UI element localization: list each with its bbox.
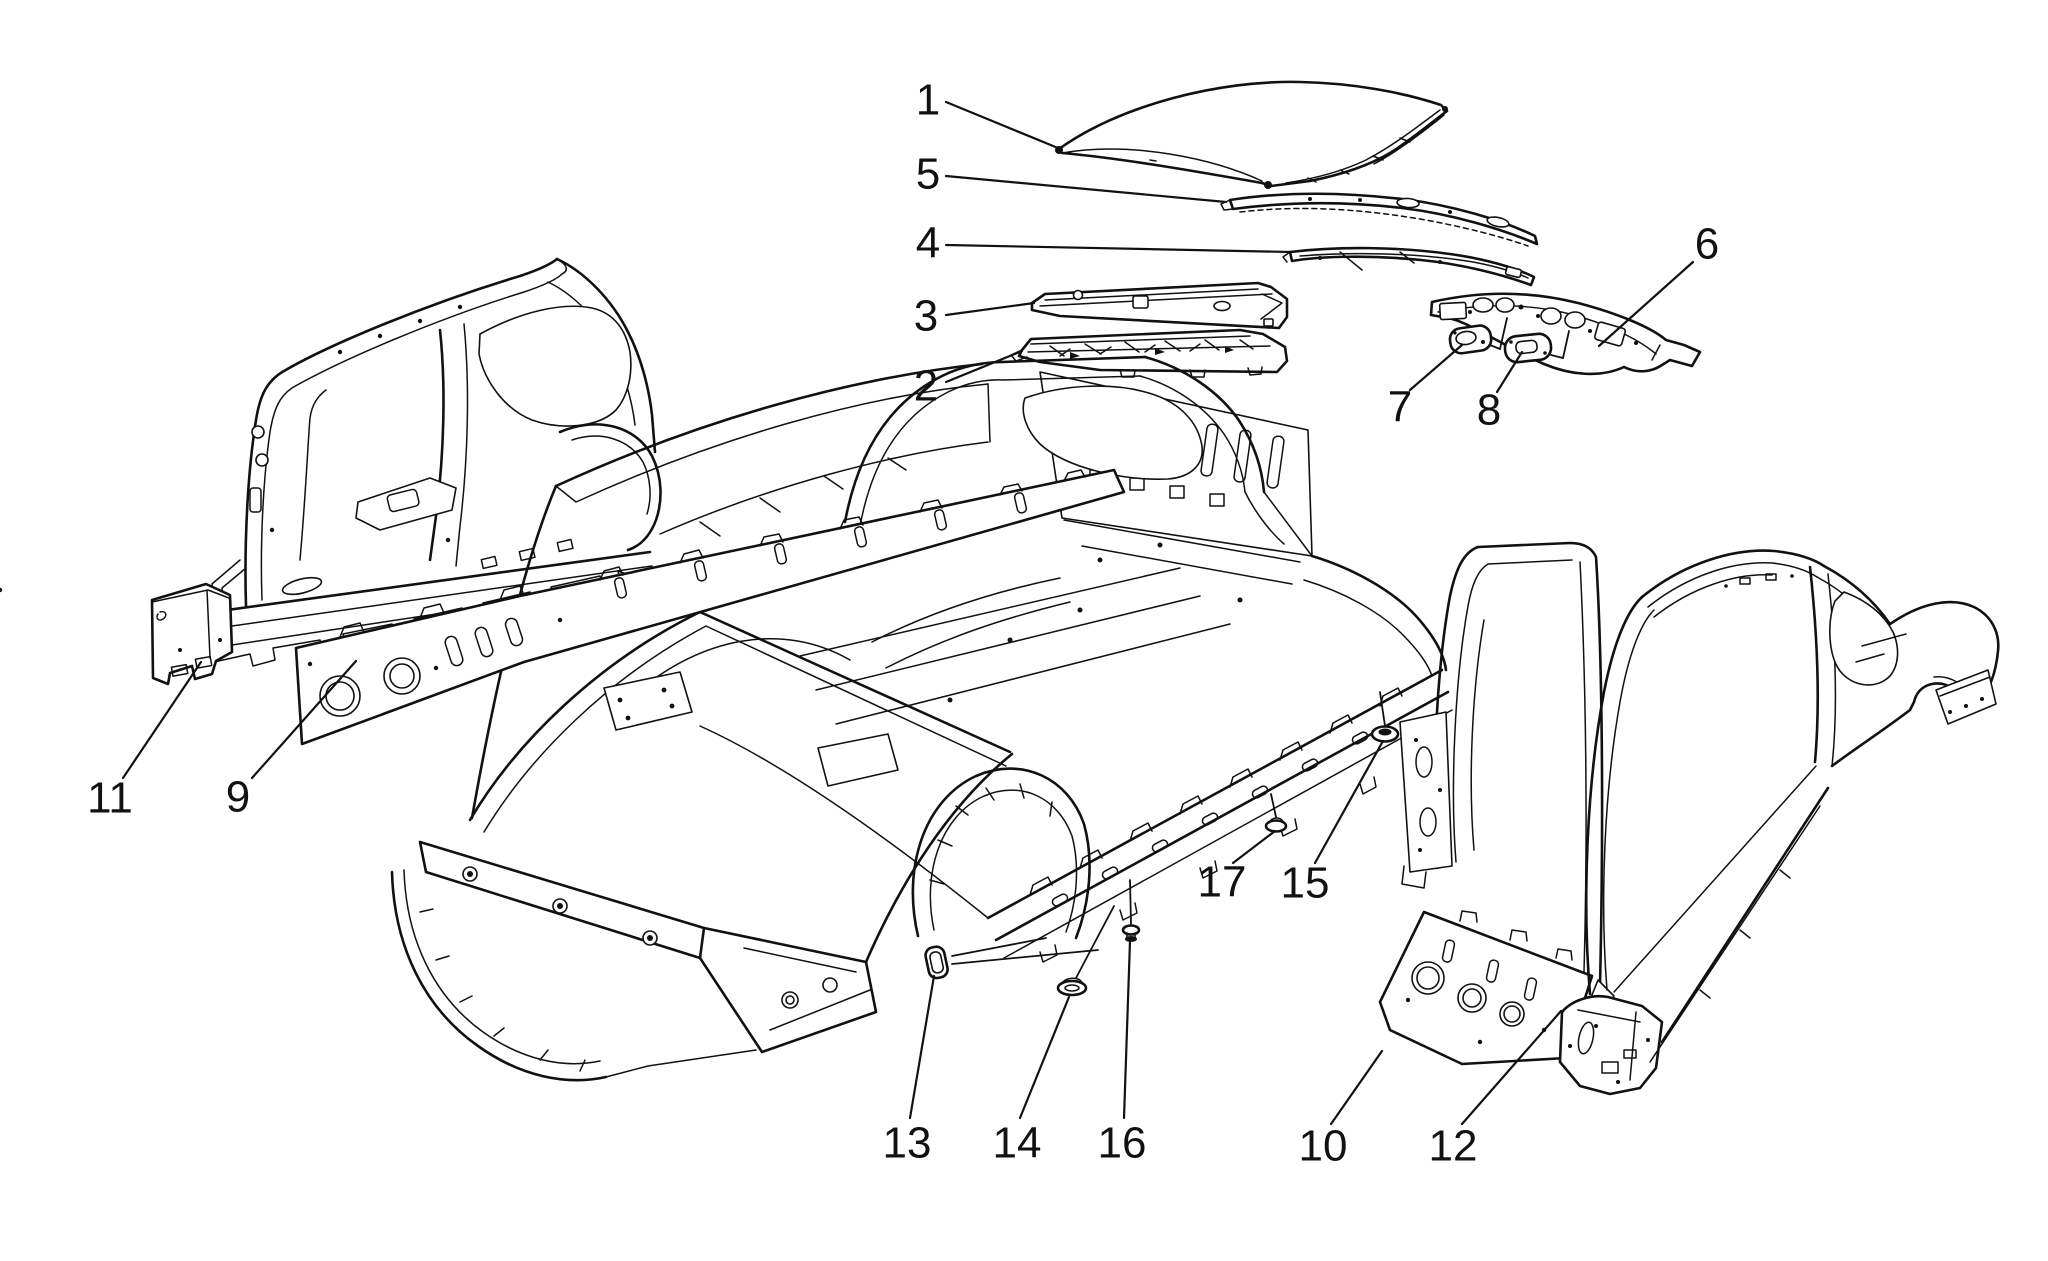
leader-line-3 [944, 301, 1036, 317]
callout-label-9: 9 [226, 773, 250, 822]
callout-label-1: 1 [916, 76, 940, 125]
callout-label-13: 13 [883, 1119, 932, 1168]
leader-line-2 [944, 349, 1024, 384]
part-plug-13 [924, 945, 949, 980]
connector-line-3 [1075, 905, 1115, 979]
part-body-side-inner-right [1378, 541, 1615, 1066]
leader-line-6 [1597, 260, 1695, 348]
part-plug-plate-8 [1503, 332, 1553, 364]
connector-line-7 [1489, 317, 1508, 351]
leader-line-15 [1313, 739, 1385, 865]
callout-label-8: 8 [1477, 386, 1501, 435]
leader-line-5 [944, 174, 1228, 204]
part-sill-reinforcement-left [0, 468, 1126, 746]
callout-label-12: 12 [1429, 1122, 1478, 1171]
callout-label-11: 11 [87, 774, 133, 823]
leader-line-10 [1329, 1049, 1384, 1126]
callout-label-3: 3 [914, 292, 938, 341]
leader-line-9 [250, 659, 358, 780]
leader-line-4 [944, 243, 1293, 254]
part-front-rail-bracket-left [150, 582, 234, 686]
part-roof-panel [1055, 80, 1449, 189]
part-roof-bow-front [1030, 281, 1289, 330]
connector-line-4 [1129, 879, 1132, 925]
connector-line-2 [951, 949, 1099, 965]
callout-label-16: 16 [1098, 1119, 1147, 1168]
part-stud-16 [1121, 924, 1141, 942]
part-front-roof-rail [1220, 192, 1539, 247]
part-body-side-outer-right [1558, 549, 2000, 1096]
callout-label-17: 17 [1198, 858, 1247, 907]
callout-label-2: 2 [914, 362, 938, 411]
connector-line-1 [951, 937, 1047, 957]
connector-line-6 [1379, 691, 1386, 727]
connector-line-5 [1270, 793, 1277, 818]
part-body-shell-center [390, 355, 1453, 1082]
leader-line-1 [944, 100, 1060, 150]
leader-line-7 [1408, 343, 1464, 392]
leader-line-14 [1018, 995, 1071, 1120]
part-roof-bow-rear [1010, 328, 1289, 378]
leader-line-12 [1460, 1009, 1563, 1126]
callout-label-10: 10 [1299, 1122, 1348, 1171]
leader-line-13 [908, 974, 936, 1120]
part-plug-17 [1264, 817, 1288, 833]
leader-line-16 [1122, 939, 1132, 1120]
leader-line-11 [121, 660, 203, 780]
callout-label-4: 4 [916, 219, 940, 268]
leader-line-8 [1495, 350, 1524, 394]
callout-label-14: 14 [993, 1119, 1042, 1168]
part-windshield-header-rail [1282, 246, 1536, 287]
part-grommet-14 [1056, 977, 1088, 997]
part-grommet-15 [1370, 725, 1400, 743]
callout-label-7: 7 [1388, 383, 1412, 432]
connector-lines [951, 317, 1570, 979]
leader-line-17 [1231, 829, 1277, 865]
callout-label-6: 6 [1695, 220, 1719, 269]
callout-label-15: 15 [1281, 859, 1330, 908]
connector-line-8 [1550, 330, 1570, 360]
callout-label-5: 5 [916, 150, 940, 199]
